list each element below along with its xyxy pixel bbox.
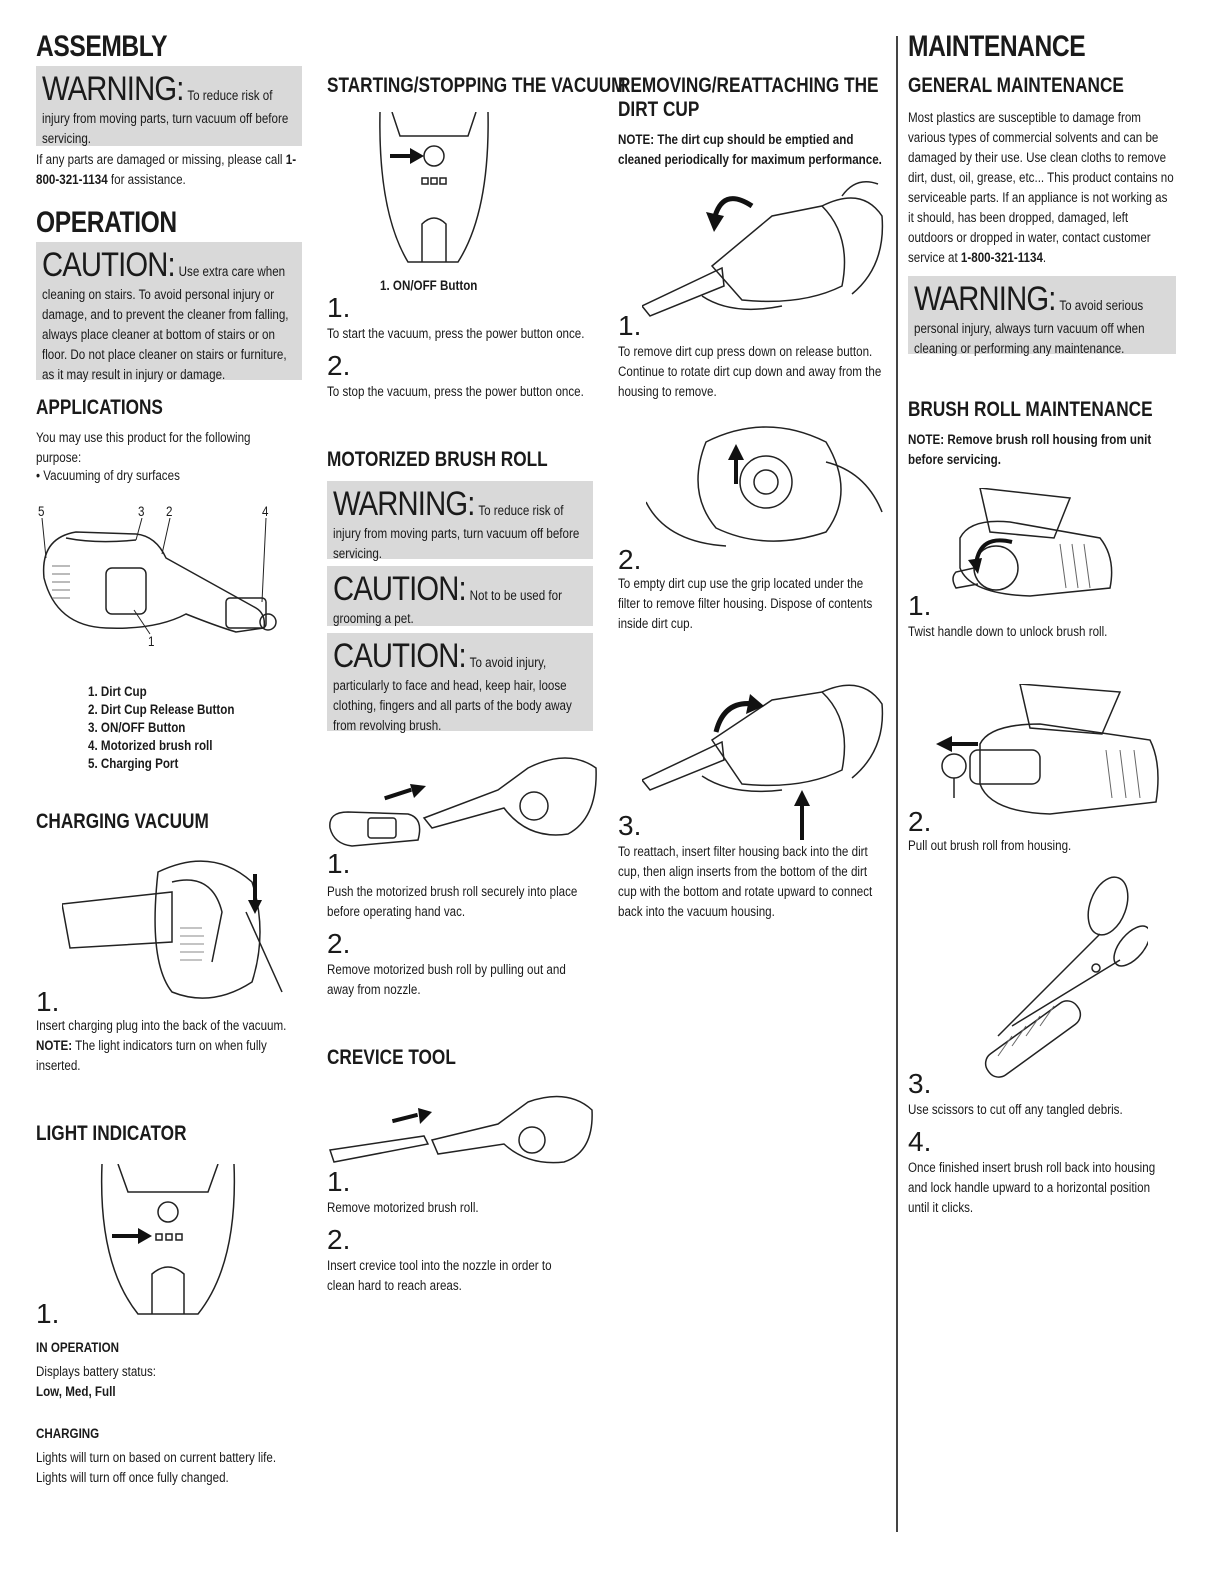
parts-list: 1. Dirt Cup 2. Dirt Cup Release Button 3… — [88, 683, 234, 773]
light-step-number: 1. — [36, 1298, 60, 1329]
crevice-step1-number: 1. — [327, 1166, 351, 1197]
caution-label: CAUTION: — [333, 570, 467, 608]
charging-status-title: CHARGING — [36, 1426, 100, 1441]
callout-2: 2 — [166, 504, 173, 519]
callout-1: 1 — [148, 634, 155, 649]
phone-number: 1-800-321-1134 — [960, 250, 1043, 265]
charging-illustration — [62, 860, 283, 999]
dirt-cup-remove-illustration — [642, 181, 884, 317]
callout-4: 4 — [262, 504, 269, 519]
warning-label: WARNING: — [333, 485, 475, 523]
dirt-cup-step3-text: To reattach, insert filter housing back … — [618, 844, 873, 919]
in-operation-text: Displays battery status: Low, Med, Full — [36, 1364, 157, 1399]
start-stop-illustration — [379, 112, 489, 263]
list-item: 1. Dirt Cup — [88, 684, 147, 699]
brush-step3-number: 3. — [908, 1068, 932, 1099]
dirt-cup-empty-illustration — [646, 426, 883, 547]
brush-step4-text: Once finished insert brush roll back int… — [908, 1160, 1156, 1215]
brush-maintenance-note: NOTE: Remove brush roll housing from uni… — [908, 432, 1152, 467]
dirt-cup-step3-number: 3. — [618, 810, 642, 841]
brush-step2-text: Remove motorized bush roll by pulling ou… — [327, 962, 566, 997]
crevice-step2-number: 2. — [327, 1224, 351, 1255]
assembly-title: ASSEMBLY — [36, 30, 168, 63]
caution-text: Not to be used for grooming a pet. — [333, 588, 562, 626]
applications-bullet: • Vacuuming of dry surfaces — [36, 468, 180, 483]
on-off-caption: 1. ON/OFF Button — [380, 278, 478, 293]
maintenance-title: MAINTENANCE — [908, 30, 1086, 63]
dirt-cup-note: NOTE: The dirt cup should be emptied and… — [618, 132, 882, 167]
column-divider — [896, 36, 898, 1532]
dirt-cup-step1-text: To remove dirt cup press down on release… — [618, 344, 882, 399]
vacuum-parts-illustration — [41, 518, 277, 635]
assembly-help-text: If any parts are damaged or missing, ple… — [36, 152, 297, 187]
applications-title: APPLICATIONS — [36, 396, 163, 419]
general-maintenance-text: Most plastics are susceptible to damage … — [908, 110, 1174, 265]
applications-text: You may use this product for the followi… — [36, 430, 251, 465]
list-item: 4. Motorized brush roll — [88, 738, 213, 753]
scissors-illustration — [984, 876, 1148, 1078]
maintenance-warning-box: WARNING: To avoid serious personal injur… — [908, 276, 1176, 356]
brush-roll-title: MOTORIZED BRUSH ROLL — [327, 448, 548, 471]
caution-text: To avoid injury, particularly to face an… — [333, 655, 572, 733]
general-maintenance-title: GENERAL MAINTENANCE — [908, 74, 1124, 97]
in-operation-title: IN OPERATION — [36, 1340, 120, 1355]
brush-warning-box: WARNING: To reduce risk of injury from m… — [327, 481, 593, 561]
dirt-cup-title-line1: REMOVING/REATTACHING THE — [618, 74, 879, 97]
dirt-cup-step2-text: To empty dirt cup use the grip located u… — [618, 576, 873, 631]
warning-text: To reduce risk of injury from moving par… — [42, 88, 289, 146]
warning-label: WARNING: — [42, 70, 184, 108]
crevice-step2-text: Insert crevice tool into the nozzle in o… — [327, 1258, 552, 1293]
callout-3: 3 — [138, 504, 145, 519]
dirt-cup-reattach-illustration — [642, 684, 884, 840]
brush-roll-attach-illustration — [329, 757, 597, 847]
crevice-title: CREVICE TOOL — [327, 1046, 456, 1069]
list-item: 3. ON/OFF Button — [88, 720, 186, 735]
brush-step1-text: Twist handle down to unlock brush roll. — [908, 624, 1108, 639]
operation-caution-box: CAUTION: Use extra care when cleaning on… — [36, 242, 302, 382]
operation-title: OPERATION — [36, 206, 177, 239]
callout-5: 5 — [38, 504, 45, 519]
list-item: 5. Charging Port — [88, 756, 179, 771]
charging-step-text: Insert charging plug into the back of th… — [36, 1018, 287, 1073]
brush-step2-number: 2. — [908, 806, 932, 837]
light-indicator-illustration — [100, 1164, 236, 1315]
charging-status-text: Lights will turn on based on current bat… — [36, 1450, 277, 1485]
warning-text: To reduce risk of injury from moving par… — [333, 503, 580, 561]
warning-label: WARNING: — [914, 280, 1056, 318]
list-item: 2. Dirt Cup Release Button — [88, 702, 235, 717]
light-indicator-title: LIGHT INDICATOR — [36, 1122, 187, 1145]
stop-step-text: To stop the vacuum, press the power butt… — [327, 384, 584, 399]
brush-caution-box-1: CAUTION: Not to be used for grooming a p… — [327, 566, 593, 626]
crevice-step1-text: Remove motorized brush roll. — [327, 1200, 479, 1215]
crevice-tool-illustration — [329, 1095, 593, 1164]
brush-pullout-illustration — [936, 684, 1159, 815]
charging-step-number: 1. — [36, 986, 60, 1017]
brush-step2-number: 2. — [327, 928, 351, 959]
caution-label: CAUTION: — [42, 246, 176, 284]
dirt-cup-title-line2: DIRT CUP — [618, 98, 700, 121]
brush-step3-text: Use scissors to cut off any tangled debr… — [908, 1102, 1123, 1117]
start-step-text: To start the vacuum, press the power but… — [327, 326, 585, 341]
brush-unlock-illustration — [952, 488, 1113, 597]
start-step-number: 1. — [327, 292, 351, 323]
caution-text: Use extra care when cleaning on stairs. … — [42, 264, 289, 382]
brush-maintenance-title: BRUSH ROLL MAINTENANCE — [908, 398, 1153, 421]
warning-text: To avoid serious personal injury, always… — [914, 298, 1145, 356]
stop-step-number: 2. — [327, 350, 351, 381]
charging-title: CHARGING VACUUM — [36, 810, 209, 833]
brush-step1-number: 1. — [908, 590, 932, 621]
assembly-warning-box: WARNING: To reduce risk of injury from m… — [36, 66, 302, 146]
phone-number: 1-800-321-1134 — [36, 152, 297, 187]
dirt-cup-step1-number: 1. — [618, 310, 642, 341]
start-stop-title: STARTING/STOPPING THE VACUUM — [327, 74, 626, 97]
brush-caution-box-2: CAUTION: To avoid injury, particularly t… — [327, 633, 593, 733]
dirt-cup-step2-number: 2. — [618, 544, 642, 575]
brush-step4-number: 4. — [908, 1126, 932, 1157]
brush-step2-text: Pull out brush roll from housing. — [908, 838, 1072, 853]
caution-label: CAUTION: — [333, 637, 467, 675]
brush-step1-number: 1. — [327, 848, 351, 879]
brush-step1-text: Push the motorized brush roll securely i… — [327, 884, 578, 919]
